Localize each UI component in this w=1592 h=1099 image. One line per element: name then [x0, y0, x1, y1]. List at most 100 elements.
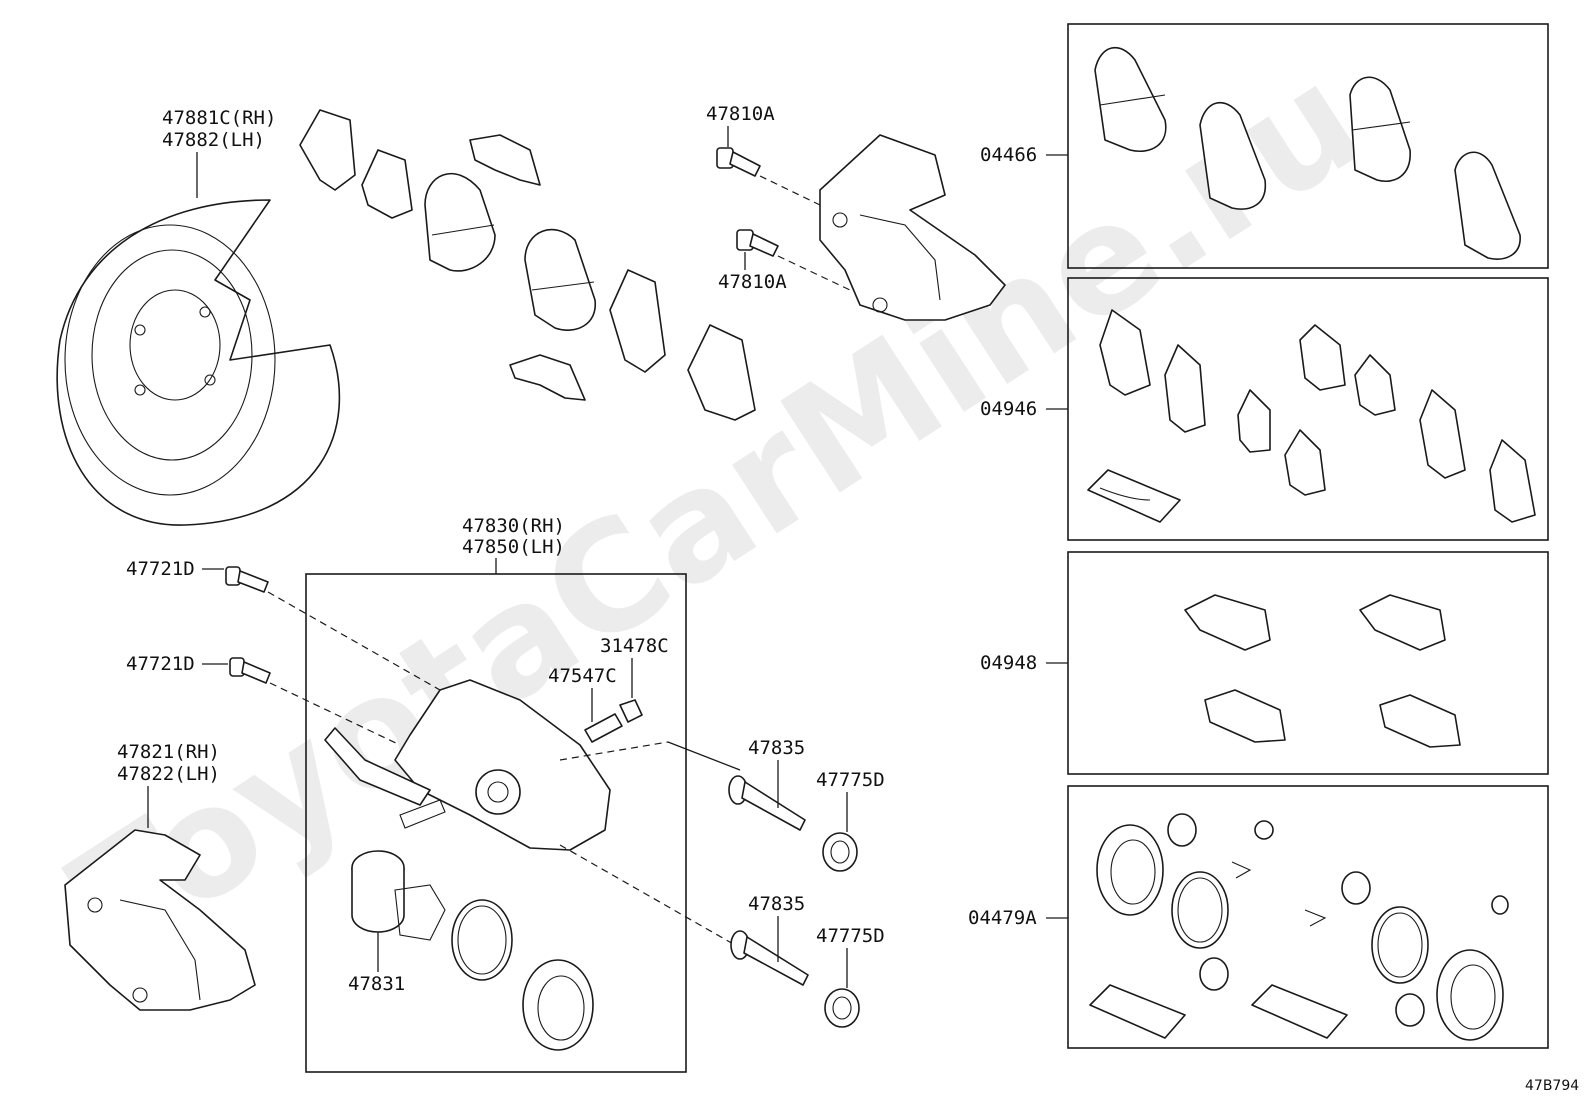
piston-seal-part[interactable] [1436, 949, 1504, 1041]
anti-squeal-clip-part[interactable] [1359, 594, 1446, 651]
cap-part[interactable] [1254, 820, 1274, 840]
slide-pin-part[interactable] [730, 930, 809, 986]
shim-part[interactable] [1489, 439, 1536, 523]
bolt-label: 47721D [126, 558, 224, 580]
shim-part[interactable] [1354, 354, 1396, 416]
bleeder-label: 47547C [548, 665, 617, 722]
brake-pad-part[interactable] [1094, 46, 1167, 152]
boot-part[interactable] [1199, 957, 1229, 991]
mounting-label: 47821(RH) 47822(LH) [117, 741, 220, 828]
piston-seal-part[interactable] [522, 959, 594, 1051]
spring-clip-part[interactable] [1231, 861, 1252, 879]
caliper-assy-label: 47830(RH) 47850(LH) [462, 515, 565, 574]
svg-text:04479A: 04479A [968, 907, 1037, 929]
kit-box-seals [1067, 785, 1549, 1049]
svg-text:04946: 04946 [980, 398, 1037, 420]
bolt-label: 47810A [706, 103, 775, 147]
shim-part[interactable] [1299, 324, 1346, 391]
brake-pad-part[interactable] [1454, 151, 1521, 260]
kit-box-clips [1067, 551, 1549, 775]
slide-pin-label: 47835 [748, 737, 805, 808]
svg-text:47831: 47831 [348, 973, 405, 995]
svg-text:47850(LH): 47850(LH) [462, 536, 565, 558]
shim-part[interactable] [361, 149, 413, 219]
bolt-part[interactable] [716, 147, 761, 177]
brake-pad-part[interactable] [424, 172, 496, 272]
bolt-label: 47810A [718, 252, 787, 293]
boot-part[interactable] [1341, 871, 1371, 905]
svg-text:04466: 04466 [980, 144, 1037, 166]
boot-part[interactable] [824, 988, 860, 1028]
svg-text:47881C(RH): 47881C(RH) [162, 107, 276, 129]
caliper-mounting-part[interactable] [819, 134, 1006, 321]
svg-text:47822(LH): 47822(LH) [117, 763, 220, 785]
boot-part[interactable] [822, 832, 858, 872]
bolt-part[interactable] [229, 657, 271, 684]
o-ring-part[interactable] [451, 899, 513, 981]
kit-label-seals: 04479A [968, 907, 1068, 929]
kit-label-shims: 04946 [980, 398, 1068, 420]
bleeder-plug-part[interactable] [584, 713, 623, 743]
piston-part[interactable] [351, 850, 446, 941]
dust-cover-part[interactable] [56, 199, 341, 526]
svg-text:47775D: 47775D [816, 769, 885, 791]
shim-part[interactable] [299, 109, 356, 191]
svg-text:47775D: 47775D [816, 925, 885, 947]
grease-packet-part[interactable] [1089, 984, 1186, 1039]
svg-text:47882(LH): 47882(LH) [162, 129, 265, 151]
shim-part[interactable] [1099, 309, 1151, 396]
shim-part[interactable] [1237, 389, 1271, 453]
slide-pin-label: 47835 [748, 893, 805, 962]
grease-packet-part[interactable] [1251, 984, 1348, 1039]
svg-text:47721D: 47721D [126, 558, 195, 580]
anti-squeal-clip-part[interactable] [1204, 689, 1286, 743]
anti-squeal-clip-part[interactable] [509, 354, 586, 401]
svg-text:47810A: 47810A [718, 271, 787, 293]
shim-part[interactable] [609, 269, 666, 373]
cap-part[interactable] [619, 699, 643, 723]
grease-packet-part[interactable] [1087, 469, 1181, 523]
svg-text:47821(RH): 47821(RH) [117, 741, 220, 763]
anti-squeal-clip-part[interactable] [1184, 594, 1271, 651]
shim-part[interactable] [1284, 429, 1326, 496]
svg-text:04948: 04948 [980, 652, 1037, 674]
bolt-part[interactable] [736, 229, 779, 257]
svg-text:47721D: 47721D [126, 653, 195, 675]
caliper-mounting-part[interactable] [64, 829, 256, 1011]
dust-cover-label: 47881C(RH) 47882(LH) [162, 107, 276, 198]
anti-squeal-clip-part[interactable] [1379, 694, 1461, 748]
shim-part[interactable] [1164, 344, 1206, 433]
boot-part[interactable] [1167, 813, 1197, 847]
spring-clip-part[interactable] [1304, 909, 1327, 927]
svg-text:31478C: 31478C [600, 635, 669, 657]
shim-part[interactable] [687, 324, 756, 421]
svg-text:47810A: 47810A [706, 103, 775, 125]
diagram-id: 47B794 [1525, 1078, 1579, 1094]
svg-text:47830(RH): 47830(RH) [462, 515, 565, 537]
boot-label: 47775D [816, 769, 885, 832]
svg-text:47835: 47835 [748, 893, 805, 915]
kit-label-clips: 04948 [980, 652, 1068, 674]
kit-box-pads [1067, 23, 1549, 269]
caliper-body-part[interactable] [324, 679, 611, 851]
shim-part[interactable] [1419, 389, 1466, 479]
kit-label-pads: 04466 [980, 144, 1068, 166]
o-ring-part[interactable] [1371, 906, 1429, 984]
svg-text:47547C: 47547C [548, 665, 617, 687]
anti-squeal-clip-part[interactable] [469, 134, 541, 186]
bolt-label: 47721D [126, 653, 228, 675]
piston-seal-part[interactable] [1096, 824, 1164, 916]
brake-pad-part[interactable] [1349, 76, 1411, 182]
cap-label: 31478C [600, 635, 669, 698]
boot-label: 47775D [816, 925, 885, 988]
brake-pad-part[interactable] [524, 228, 596, 331]
slide-pin-part[interactable] [728, 775, 806, 831]
o-ring-part[interactable] [1171, 871, 1229, 949]
piston-label: 47831 [348, 932, 405, 995]
boot-part[interactable] [1395, 993, 1425, 1027]
bolt-part[interactable] [225, 566, 269, 593]
svg-text:47835: 47835 [748, 737, 805, 759]
cap-part[interactable] [1491, 895, 1509, 915]
brake-pad-part[interactable] [1199, 101, 1266, 210]
